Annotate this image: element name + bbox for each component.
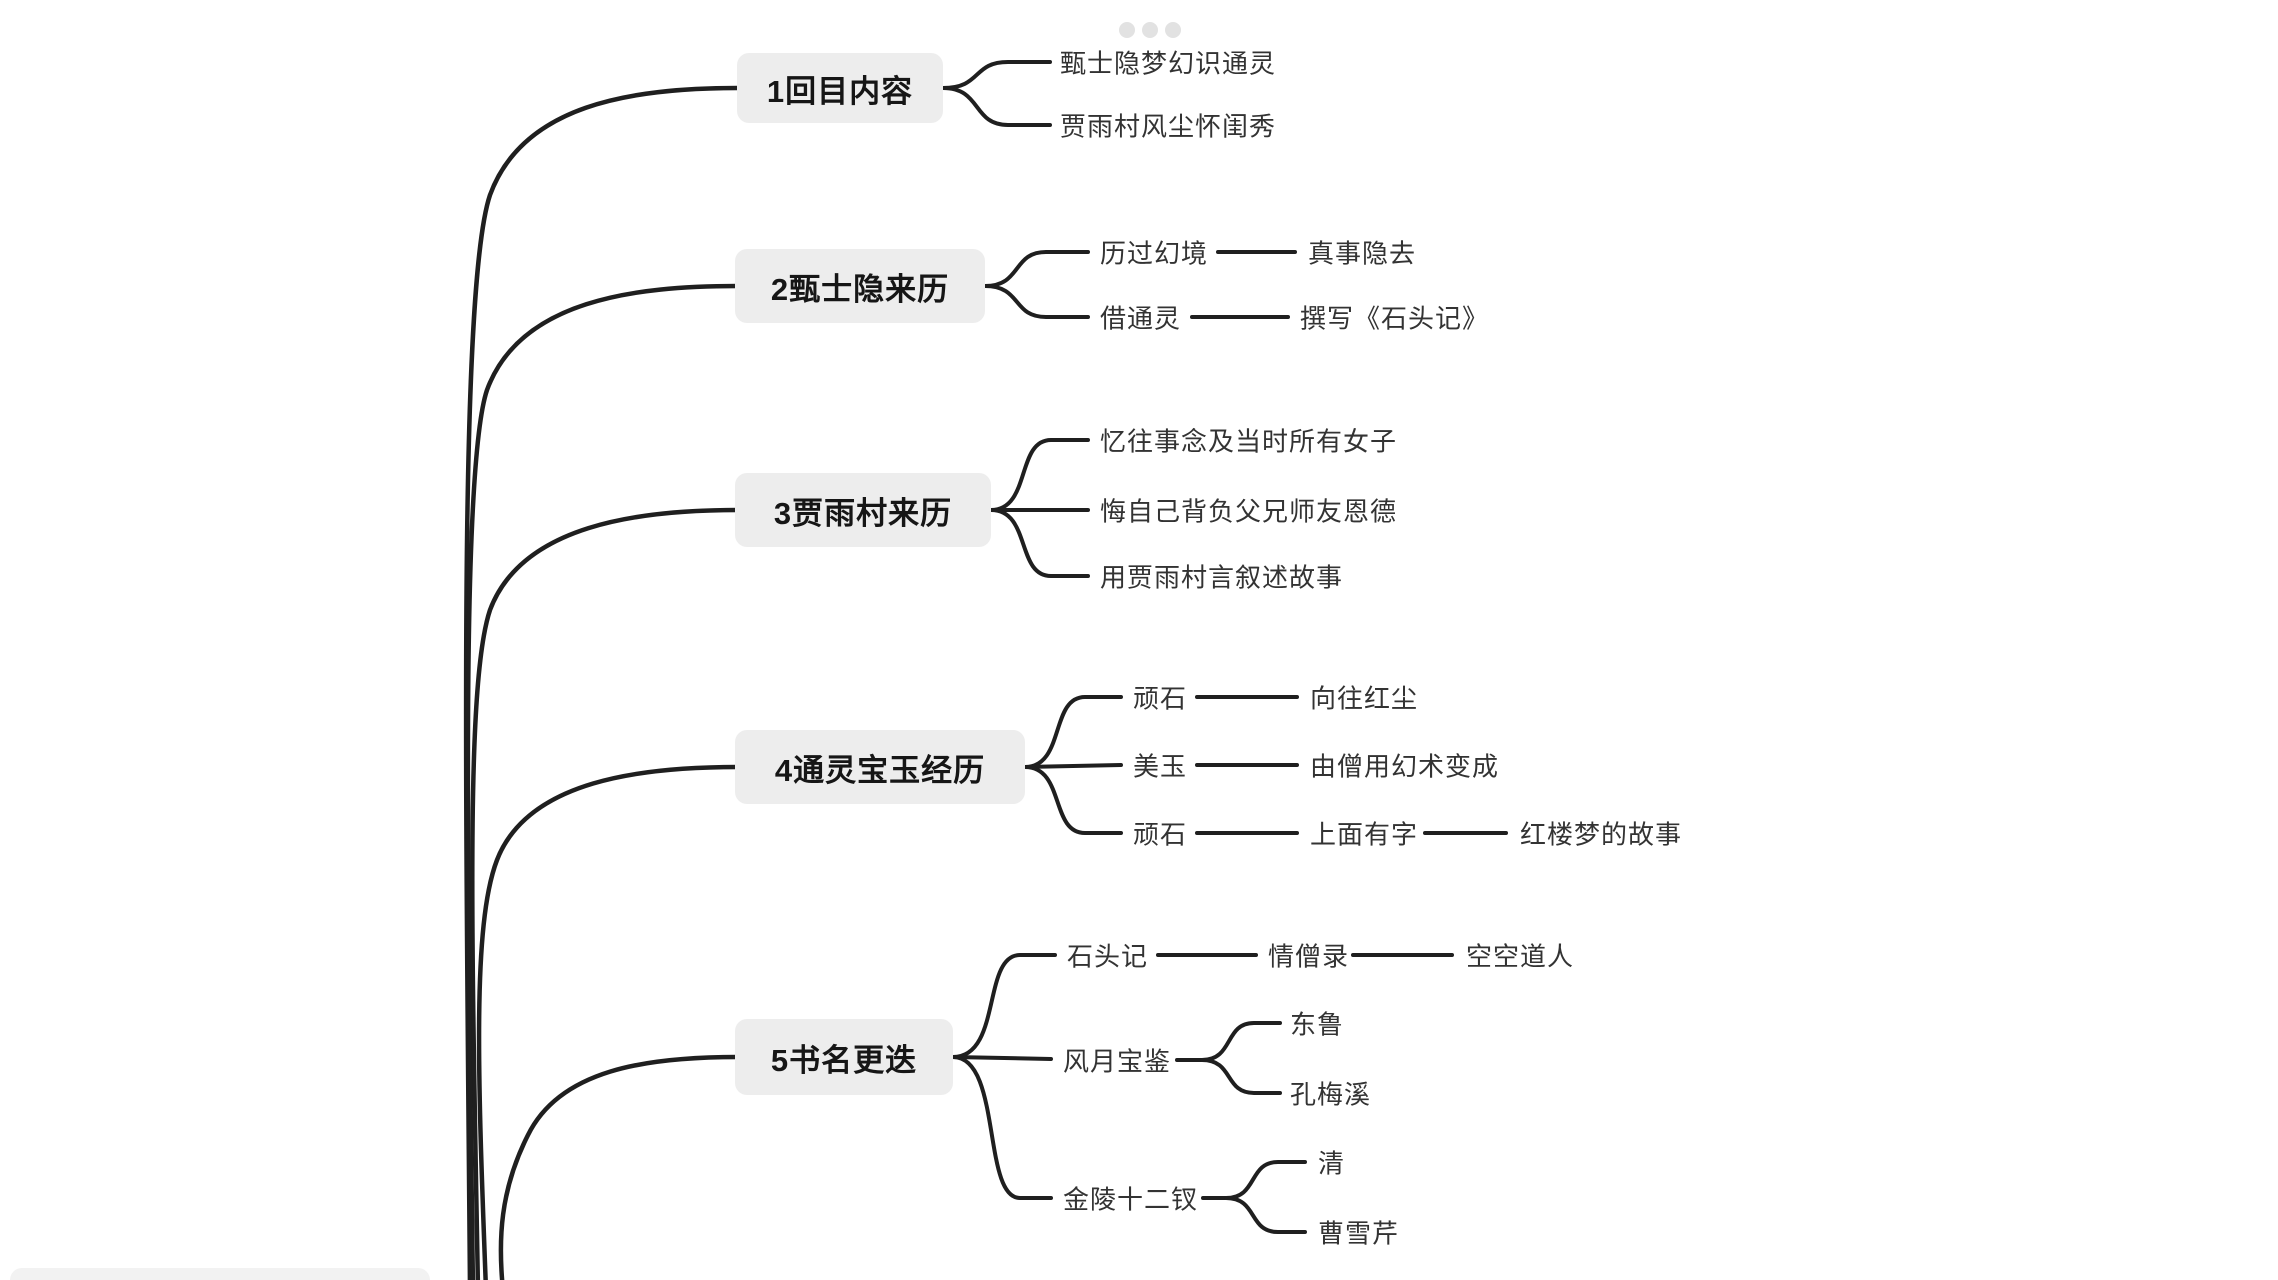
leaf-node[interactable]: 甄士隐梦幻识通灵	[1060, 48, 1277, 79]
dot-icon	[1142, 22, 1158, 38]
leaf-node[interactable]: 顽石	[1133, 683, 1188, 714]
trunk-curve-branch-2	[465, 283, 741, 1280]
leaf-node[interactable]: 向往红尘	[1310, 683, 1419, 714]
leaf-node[interactable]: 清	[1318, 1148, 1346, 1179]
trunk-curve-branch-4	[476, 764, 741, 1280]
leaf-node[interactable]: 风月宝鉴	[1063, 1046, 1172, 1077]
leaf-node[interactable]: 撰写《石头记》	[1300, 303, 1490, 334]
leaf-node[interactable]: 贾雨村风尘怀闺秀	[1060, 111, 1277, 142]
topic-branch-1[interactable]: 1回目内容	[737, 53, 943, 123]
leaf-node[interactable]: 用贾雨村言叙述故事	[1100, 562, 1344, 593]
leaf-node[interactable]: 金陵十二钗	[1063, 1184, 1199, 1215]
trunk-curve-branch-5	[498, 1054, 741, 1280]
leaf-node[interactable]: 石头记	[1067, 941, 1149, 972]
topic-branch-4[interactable]: 4通灵宝玉经历	[735, 730, 1025, 804]
leaf-node[interactable]: 忆往事念及当时所有女子	[1100, 426, 1398, 457]
leaf-node[interactable]: 情僧录	[1268, 941, 1350, 972]
leaf-node[interactable]: 真事隐去	[1308, 238, 1417, 269]
leaf-node[interactable]: 顽石	[1133, 819, 1188, 850]
topic-branch-3[interactable]: 3贾雨村来历	[735, 473, 991, 547]
leaf-node[interactable]: 历过幻境	[1100, 238, 1209, 269]
leaf-node[interactable]: 东鲁	[1290, 1009, 1345, 1040]
topic-branch-5[interactable]: 5书名更迭	[735, 1019, 953, 1095]
leaf-node[interactable]: 借通灵	[1100, 303, 1182, 334]
leaf-node[interactable]: 空空道人	[1466, 941, 1575, 972]
leaf-node[interactable]: 孔梅溪	[1290, 1079, 1372, 1110]
more-dots-icon[interactable]	[1119, 22, 1181, 38]
trunk-curve-branch-1	[463, 85, 741, 1280]
topic-branch-2[interactable]: 2甄士隐来历	[735, 249, 985, 323]
leaf-node[interactable]: 上面有字	[1310, 819, 1419, 850]
partial-node[interactable]	[10, 1268, 430, 1280]
trunk-curve-branch-3	[470, 507, 741, 1280]
leaf-node[interactable]: 悔自己背负父兄师友恩德	[1100, 496, 1398, 527]
leaf-node[interactable]: 美玉	[1133, 751, 1188, 782]
dot-icon	[1119, 22, 1135, 38]
leaf-node[interactable]: 曹雪芹	[1318, 1218, 1400, 1249]
dot-icon	[1165, 22, 1181, 38]
leaf-node[interactable]: 由僧用幻术变成	[1310, 751, 1500, 782]
leaf-node[interactable]: 红楼梦的故事	[1520, 819, 1683, 850]
